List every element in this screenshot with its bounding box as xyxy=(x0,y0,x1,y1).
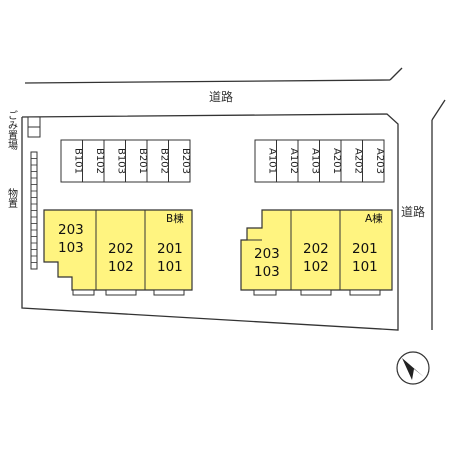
right-road-corner xyxy=(431,99,446,121)
building-a-unit-2-upper: 202 xyxy=(303,241,329,257)
building-a-step-pad-3 xyxy=(349,289,381,296)
top-road-label: 道路 xyxy=(209,89,233,104)
north-arrow-icon xyxy=(396,351,430,385)
building-b-step-pad-1 xyxy=(72,289,95,296)
garbage-area-label: ごみ置場 xyxy=(6,110,18,151)
parking-a-group: A101 A102 A103 A201 A202 A203 xyxy=(254,139,385,183)
building-b: B棟 203 103 202 102 201 101 xyxy=(43,209,193,296)
storage-label: 物置 xyxy=(6,187,18,208)
parking-space-label: B202 xyxy=(158,148,169,174)
storage-rack xyxy=(30,151,38,270)
building-a-unit-1-upper: 203 xyxy=(254,246,280,262)
top-road-edge xyxy=(24,79,391,84)
building-b-unit-3-lower: 101 xyxy=(157,259,183,275)
building-a-unit-3-upper: 201 xyxy=(352,241,378,257)
parking-space-label: B103 xyxy=(115,148,126,174)
parking-space-label: A202 xyxy=(352,148,363,174)
parking-space-label: B101 xyxy=(72,148,83,174)
parking-space-label: A103 xyxy=(309,148,320,174)
building-b-step-pad-3 xyxy=(153,289,185,296)
building-b-unit-2-lower: 102 xyxy=(108,259,134,275)
building-a-name: A棟 xyxy=(365,212,383,225)
building-a-unit-1-lower: 103 xyxy=(254,264,280,280)
building-b-name: B棟 xyxy=(166,212,184,225)
parking-space-label: B203 xyxy=(180,148,191,174)
parking-space-label: A101 xyxy=(266,148,277,174)
building-b-unit-2-upper: 202 xyxy=(108,241,134,257)
building-b-unit-1-upper: 203 xyxy=(58,222,84,238)
top-road-corner xyxy=(389,67,403,81)
parking-space-label: A201 xyxy=(331,148,342,174)
building-a: A棟 203 103 202 102 201 101 xyxy=(240,209,393,296)
parking-space-label: A102 xyxy=(288,148,299,174)
building-b-unit-3-upper: 201 xyxy=(157,241,183,257)
parking-space-label: B201 xyxy=(137,148,148,174)
building-b-step-pad-2 xyxy=(105,289,137,296)
building-a-unit-3-lower: 101 xyxy=(352,259,378,275)
building-a-step-pad-2 xyxy=(300,289,332,296)
parking-space-label: A203 xyxy=(374,148,385,174)
site-boundary xyxy=(21,113,399,331)
parking-space-label: B102 xyxy=(94,148,105,174)
building-a-step-pad-1 xyxy=(253,289,277,296)
right-road-label: 道路 xyxy=(401,204,425,219)
building-a-unit-2-lower: 102 xyxy=(303,259,329,275)
parking-b-group: B101 B102 B103 B201 B202 B203 xyxy=(60,139,191,183)
building-b-unit-1-lower: 103 xyxy=(58,240,84,256)
